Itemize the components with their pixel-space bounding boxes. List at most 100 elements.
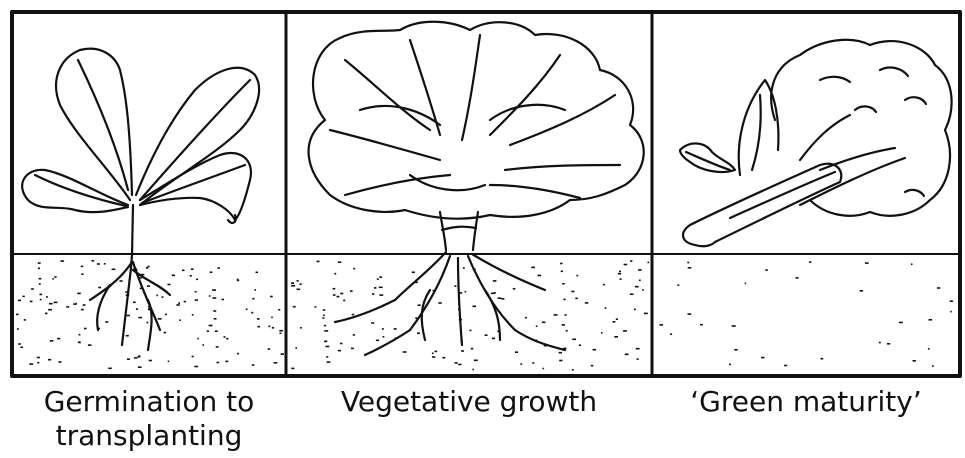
soil-speck — [605, 307, 607, 309]
soil-speck — [31, 288, 34, 290]
soil-speck — [179, 319, 181, 321]
vegetative-plant-illustration — [309, 22, 644, 355]
soil-speck — [83, 304, 86, 306]
soil-speck — [120, 280, 123, 282]
soil-speck — [543, 368, 545, 370]
soil-speck — [554, 314, 558, 316]
soil-speck — [913, 360, 916, 362]
soil-speck — [272, 327, 274, 329]
soil-speck — [45, 313, 48, 315]
soil-speck — [295, 347, 297, 349]
soil-speck — [374, 287, 376, 289]
soil-speck — [17, 328, 19, 330]
soil-speck — [61, 260, 65, 262]
soil-speck — [670, 333, 672, 335]
soil-speck — [327, 361, 331, 363]
soil-speck — [257, 318, 260, 320]
soil-speck — [745, 283, 747, 285]
soil-speck — [24, 319, 26, 321]
soil-speck — [237, 280, 239, 282]
soil-speck — [315, 306, 317, 308]
soil-speck — [911, 263, 913, 265]
soil-speck — [435, 351, 438, 353]
soil-speck — [168, 284, 171, 286]
soil-speck — [560, 263, 562, 265]
soil-speck — [207, 330, 209, 332]
soil-speck — [531, 267, 535, 269]
caption-vegetative: Vegetative growth — [286, 385, 652, 419]
soil-speck — [340, 343, 342, 345]
soil-speck — [333, 288, 336, 290]
soil-speck — [572, 369, 574, 371]
soil-speck — [371, 322, 374, 324]
soil-speck — [761, 357, 764, 359]
caption-germination: Germination to transplanting — [12, 385, 286, 453]
soil-speck — [81, 273, 83, 275]
soil-speck — [455, 362, 458, 364]
soil-speck — [382, 328, 384, 330]
soil-speck — [623, 330, 627, 332]
harvested-head-illustration — [680, 40, 952, 246]
soil-speck — [563, 299, 565, 301]
soil-speck — [950, 311, 952, 313]
soil-speck — [254, 289, 256, 291]
soil-speck — [561, 271, 563, 273]
soil-speck — [213, 310, 216, 312]
soil-speck — [112, 269, 116, 271]
soil-speck — [196, 279, 198, 281]
soil-speck — [215, 330, 218, 332]
soil-speck — [513, 288, 516, 290]
soil-speck — [352, 314, 355, 316]
soil-speck — [765, 269, 768, 271]
soil-speck — [209, 295, 211, 297]
soil-speck — [192, 356, 194, 358]
soil-speck — [214, 318, 217, 320]
soil-speck — [525, 317, 527, 319]
soil-speck — [458, 364, 461, 366]
soil-speck — [614, 336, 618, 338]
soil-speck — [616, 318, 618, 320]
soil-speck — [520, 363, 522, 365]
soil-speck — [929, 319, 933, 321]
soil-speck — [603, 284, 605, 286]
soil-speck — [784, 365, 787, 367]
soil-speck — [172, 275, 175, 277]
soil-speck — [501, 298, 504, 300]
soil-speck — [246, 309, 248, 311]
soil-speck — [149, 360, 152, 362]
soil-speck — [326, 356, 328, 358]
soil-speck — [297, 280, 299, 282]
soil-speck — [194, 366, 198, 368]
soil-speck — [147, 285, 150, 287]
soil-speck — [190, 275, 192, 277]
soil-speck — [324, 325, 326, 327]
soil-speck — [493, 280, 497, 282]
soil-speck — [291, 285, 295, 287]
soil-speck — [928, 348, 930, 350]
soil-speck — [197, 338, 199, 340]
soil-speck — [52, 278, 54, 280]
soil-speck — [134, 357, 137, 359]
soil-speck — [81, 309, 84, 311]
soil-speck — [224, 336, 226, 338]
soil-speck — [376, 340, 379, 342]
soil-speck — [630, 293, 634, 295]
soil-speck — [418, 304, 421, 306]
soil-speck — [932, 365, 934, 367]
soil-speck — [279, 330, 283, 332]
soil-speck — [625, 354, 629, 356]
soil-speck — [417, 332, 420, 334]
soil-speck — [403, 351, 407, 353]
soil-speck — [821, 358, 824, 360]
soil-speck — [601, 332, 603, 334]
soil-speck — [333, 294, 336, 296]
soil-speck — [465, 291, 467, 293]
soil-speck — [860, 290, 864, 292]
soil-speck — [126, 335, 129, 337]
soil-speck — [559, 360, 562, 362]
soil-speck — [48, 309, 52, 311]
soil-speck — [442, 357, 445, 359]
soil-speck — [77, 293, 81, 295]
soil-speck — [18, 343, 21, 345]
soil-speck — [494, 292, 496, 294]
